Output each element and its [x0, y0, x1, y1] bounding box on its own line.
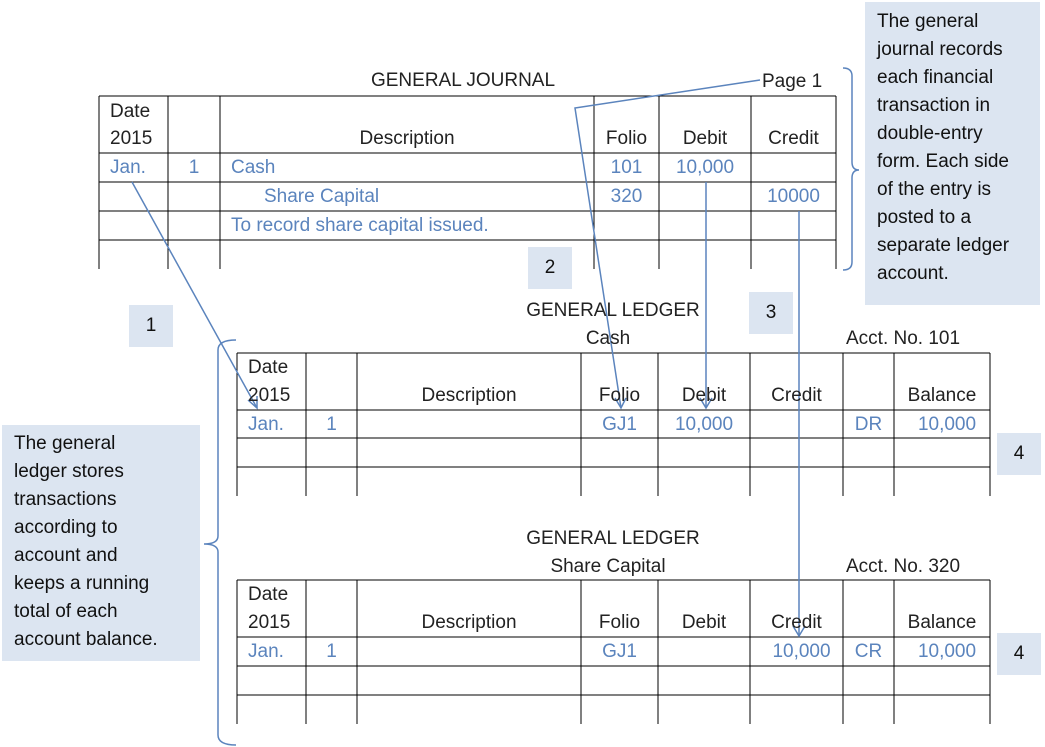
ledger-share-header-description: Description — [421, 612, 517, 633]
journal-title: GENERAL JOURNAL — [370, 70, 556, 91]
ledger-cash-header-date: Date — [248, 357, 289, 378]
ledger-cash-row1-folio: GJ1 — [602, 414, 637, 435]
ledger-share-header-debit: Debit — [681, 612, 727, 633]
journal-note-line: double-entry — [877, 123, 983, 144]
ledger-share-row1-day: 1 — [326, 641, 337, 662]
ledger-note-line: account and — [14, 545, 118, 566]
journal-row1-debit: 10,000 — [675, 157, 735, 178]
ledger-note-line: transactions — [14, 489, 117, 510]
ledger-cash-header-folio: Folio — [598, 385, 641, 406]
journal-note-line: posted to a — [877, 207, 972, 228]
journal-page-number: Page 1 — [762, 71, 823, 92]
step-4-badge-cash: 4 — [997, 433, 1041, 475]
ledger-note-line: The general — [14, 433, 116, 454]
ledger-cash-row1-month: Jan. — [248, 414, 284, 435]
ledger-cash-header-balance: Balance — [907, 385, 977, 406]
step-4-badge-share: 4 — [997, 633, 1041, 675]
posting-arrows — [131, 79, 806, 638]
journal-header-credit: Credit — [768, 128, 819, 149]
journal-header-date: Date — [110, 101, 151, 122]
journal-note-line: account. — [877, 263, 949, 284]
ledger-cash-row1-side: DR — [854, 414, 883, 435]
ledger-note-line: keeps a running — [14, 573, 150, 594]
ledger-share-row1-credit: 10,000 — [772, 641, 831, 662]
ledger-cash-title: GENERAL LEDGER — [526, 300, 700, 321]
journal-row1-month: Jan. — [110, 157, 146, 178]
journal-row2-folio: 320 — [610, 186, 643, 207]
ledger-cash-acct-no: Acct. No. 101 — [846, 328, 961, 349]
ledger-share-acct-no: Acct. No. 320 — [846, 556, 961, 577]
ledger-share-header-folio: Folio — [598, 612, 641, 633]
ledger-cash-account: Cash — [585, 328, 631, 349]
ledger-share-row1-month: Jan. — [248, 641, 284, 662]
ledger-note-line: ledger stores — [14, 461, 124, 482]
ledger-callout-note: The general ledger stores transactions a… — [2, 425, 200, 661]
ledger-share-title: GENERAL LEDGER — [526, 528, 700, 549]
journal-row2-credit: 10000 — [767, 186, 820, 207]
journal-row2-description: Share Capital — [264, 186, 380, 207]
journal-row1-folio: 101 — [610, 157, 643, 178]
step-3-badge: 3 — [749, 292, 793, 334]
journal-note-line: each financial — [877, 67, 994, 88]
ledger-share-row1-folio: GJ1 — [602, 641, 637, 662]
journal-note-line: separate ledger — [877, 235, 1010, 256]
journal-callout-note: The general journal records each financi… — [865, 2, 1040, 305]
ledger-share-grid — [236, 579, 991, 724]
step-1-badge: 1 — [129, 305, 173, 347]
ledger-cash-header-credit: Credit — [771, 385, 822, 406]
ledger-cash-grid — [236, 352, 991, 496]
ledger-cash-row1-balance: 10,000 — [917, 414, 977, 435]
ledger-note-line: according to — [14, 517, 118, 538]
ledger-cash-header-year: 2015 — [248, 385, 291, 406]
journal-note-line: transaction in — [877, 95, 991, 116]
step-2-badge: 2 — [528, 247, 572, 289]
journal-row3-description: To record share capital issued. — [231, 215, 489, 236]
ledger-share-header-date: Date — [248, 584, 289, 605]
ledger-note-line: total of each — [14, 601, 118, 622]
journal-header-year: 2015 — [110, 128, 153, 149]
ledger-share-row1-balance: 10,000 — [917, 641, 977, 662]
journal-row1-day: 1 — [188, 157, 200, 178]
ledger-cash-header-description: Description — [421, 385, 517, 406]
journal-brace — [842, 67, 860, 271]
ledger-note-line: account balance. — [14, 629, 158, 650]
journal-note-line: The general — [877, 11, 979, 32]
journal-row1-description: Cash — [231, 157, 276, 178]
journal-note-line: of the entry is — [877, 179, 992, 200]
ledger-cash-header-debit: Debit — [681, 385, 727, 406]
journal-note-line: journal records — [877, 39, 1003, 60]
ledger-brace — [203, 339, 237, 746]
ledger-share-header-balance: Balance — [907, 612, 977, 633]
ledger-share-account: Share Capital — [550, 556, 666, 577]
journal-header-folio: Folio — [605, 128, 648, 149]
ledger-share-header-year: 2015 — [248, 612, 291, 633]
ledger-cash-row1-day: 1 — [326, 414, 337, 435]
journal-header-description: Description — [359, 128, 455, 149]
ledger-cash-row1-debit: 10,000 — [674, 414, 734, 435]
ledger-share-header-credit: Credit — [771, 612, 822, 633]
journal-header-debit: Debit — [682, 128, 728, 149]
ledger-share-row1-side: CR — [854, 641, 883, 662]
journal-grid — [98, 95, 837, 269]
journal-note-line: form. Each side — [877, 151, 1009, 172]
